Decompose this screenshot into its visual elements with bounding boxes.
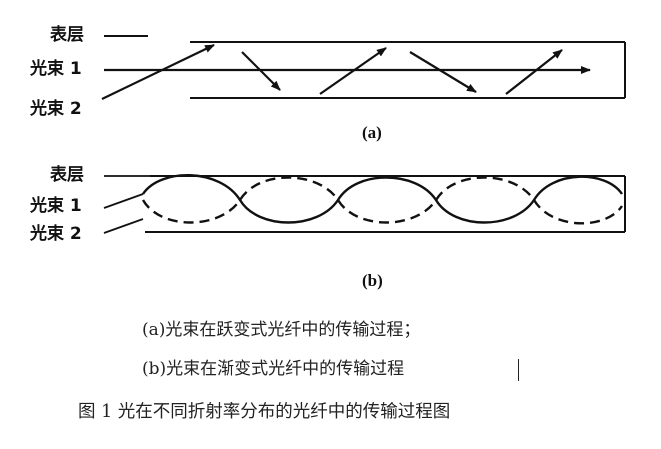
beam2-segment-down-2 <box>409 51 477 93</box>
beam2-segment-up-2 <box>505 49 563 95</box>
sublabel-a: (a) <box>362 123 382 142</box>
diagram-b-graded-index <box>103 174 626 234</box>
caption-line-a: (a)光束在跃变式光纤中的传输过程； <box>142 320 421 340</box>
label-beam2-b: 光束 2 <box>30 224 82 244</box>
label-beam2-a: 光束 2 <box>30 99 82 119</box>
caption-line-b: (b)光束在渐变式光纤中的传输过程 <box>142 359 405 379</box>
label-surface-a: 表层 <box>50 25 84 45</box>
beam2-leader-b <box>103 218 144 234</box>
text-cursor <box>518 359 519 381</box>
label-beam1-a: 光束 1 <box>30 59 82 79</box>
beam1-leader-b <box>103 193 144 209</box>
figure-title: 图 1 光在不同折射率分布的光纤中的传输过程图 <box>78 402 451 422</box>
beam-solid-sinusoid <box>141 174 623 224</box>
beam2-segment-down-1 <box>241 51 281 91</box>
beam2-segment-up-1 <box>319 47 387 95</box>
beam2-entry-arrow <box>101 44 215 100</box>
beam-dashed-sinusoid <box>141 176 623 225</box>
diagram-a-step-index <box>101 35 626 100</box>
label-surface-b: 表层 <box>50 165 84 185</box>
label-beam1-b: 光束 1 <box>30 196 82 216</box>
sublabel-b: (b) <box>362 271 383 290</box>
